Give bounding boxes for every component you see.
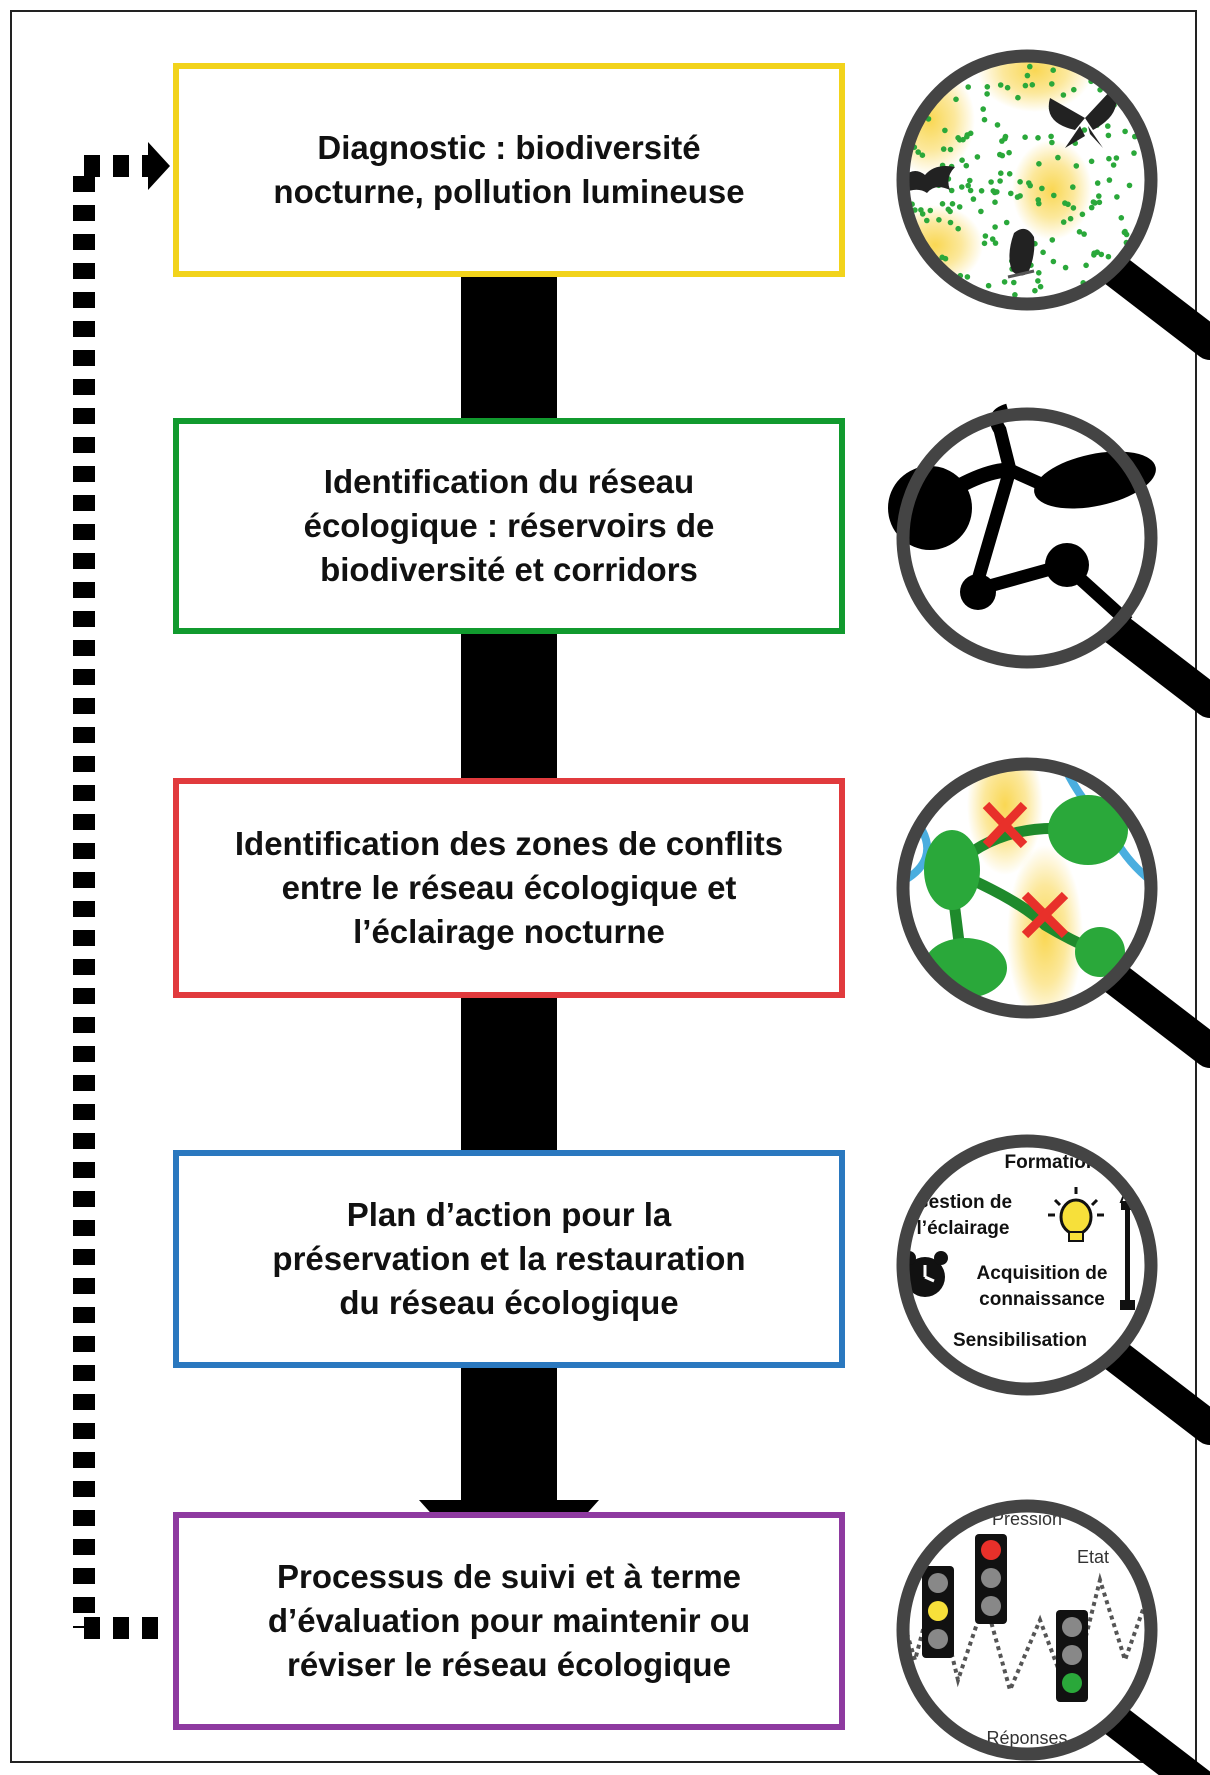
step-diagnostic-text: Diagnostic : biodiversité nocturne, poll…	[273, 129, 745, 210]
loop-arrow-head	[148, 142, 170, 190]
conflict-cross-icon	[1021, 891, 1069, 939]
gestion-label-line2: l’éclairage	[917, 1218, 1010, 1239]
sensibilisation-label: Sensibilisation	[953, 1330, 1087, 1351]
magnifier-monitoring-icon: Pression Etat Réponses	[896, 1499, 1210, 1775]
magnifier-action-plan-icon: Formation Gestion de l’éclairage Acquisi…	[896, 1134, 1210, 1445]
step-network-identification-text: Identification du réseau écologique : ré…	[303, 463, 715, 588]
step-conflict-zones: Identification des zones de conflits ent…	[173, 778, 845, 998]
owl-icon	[1007, 228, 1035, 279]
step-monitoring: Processus de suivi et à terme d’évaluati…	[173, 1512, 845, 1730]
etat-label: Etat	[1077, 1547, 1109, 1567]
traffic-light-red-icon	[975, 1534, 1007, 1624]
feedback-loop	[73, 142, 170, 1639]
pression-label: Pression	[992, 1509, 1062, 1529]
magnifier-network-icon	[888, 403, 1210, 718]
magnifier-conflicts-icon	[896, 757, 1210, 1068]
conflict-cross-icon	[982, 801, 1028, 849]
step-monitoring-text: Processus de suivi et à terme d’évaluati…	[267, 1558, 751, 1683]
magnifier-biodiversity-icon	[896, 49, 1210, 360]
figure-frame	[10, 10, 1197, 1763]
bat-icon	[903, 166, 955, 197]
light-bulb-icon	[1048, 1187, 1104, 1242]
step-conflict-zones-text: Identification des zones de conflits ent…	[234, 825, 784, 950]
acquisition-label-line1: Acquisition de	[977, 1263, 1108, 1284]
traffic-light-green-icon	[1056, 1610, 1088, 1702]
acquisition-label-line2: connaissance	[979, 1289, 1105, 1310]
step-action-plan: Plan d’action pour la préservation et la…	[173, 1150, 845, 1368]
traffic-light-yellow-icon	[922, 1566, 954, 1658]
step-diagnostic: Diagnostic : biodiversité nocturne, poll…	[173, 63, 845, 277]
moth-icon	[1048, 88, 1117, 148]
step-action-plan-text: Plan d’action pour la préservation et la…	[272, 1196, 746, 1321]
gestion-label-line1: Gestion de	[914, 1192, 1012, 1213]
step-network-identification: Identification du réseau écologique : ré…	[173, 418, 845, 634]
reponses-label: Réponses	[986, 1728, 1067, 1748]
